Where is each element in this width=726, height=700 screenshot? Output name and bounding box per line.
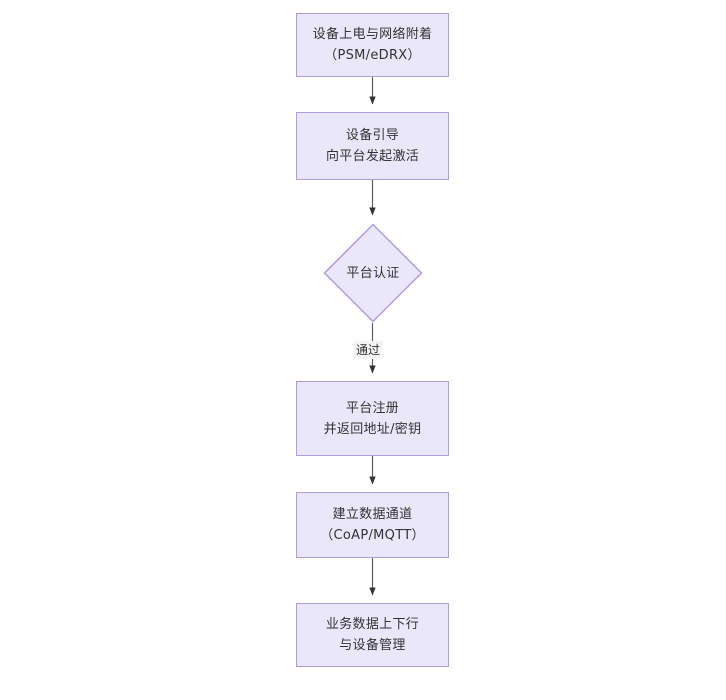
node-business-data-and-device-mgmt[interactable]: 业务数据上下行与设备管理 [296,603,449,667]
node-line-1: 建立数据通道 [332,507,413,522]
node-line-2: 并返回地址/密钥 [323,421,422,437]
node-platform-register[interactable]: 平台注册并返回地址/密钥 [296,381,449,456]
node-device-bootstrap-label: 设备引导向平台发起激活 [326,125,419,167]
node-line-2: 与设备管理 [339,638,406,653]
node-line-2: （CoAP/MQTT） [320,528,425,543]
node-device-power-on-label: 设备上电与网络附着 （PSM/eDRX） [313,24,433,66]
node-line-1: 设备上电与网络附着 [312,27,433,42]
edge-label-pass: 通过 [353,341,384,359]
node-platform-register-label: 平台注册并返回地址/密钥 [324,398,422,440]
node-line-2: 向平台发起激活 [325,149,420,164]
node-line-2: （PSM/eDRX） [324,48,421,63]
node-platform-auth-decision[interactable]: 平台认证 [323,223,423,323]
node-establish-data-channel-label: 建立数据通道 （CoAP/MQTT） [320,504,425,546]
node-device-power-on[interactable]: 设备上电与网络附着 （PSM/eDRX） [296,13,449,77]
node-platform-auth-label: 平台认证 [346,265,400,281]
node-platform-auth-label-wrap: 平台认证 [303,223,443,323]
node-line-1: 业务数据上下行 [325,617,420,632]
node-device-bootstrap[interactable]: 设备引导向平台发起激活 [296,112,449,180]
diamond-shape [323,223,423,323]
node-establish-data-channel[interactable]: 建立数据通道 （CoAP/MQTT） [296,492,449,558]
node-line-1: 设备引导 [345,128,400,143]
node-line-1: 平台注册 [345,400,400,416]
node-business-data-and-device-mgmt-label: 业务数据上下行与设备管理 [326,614,419,656]
